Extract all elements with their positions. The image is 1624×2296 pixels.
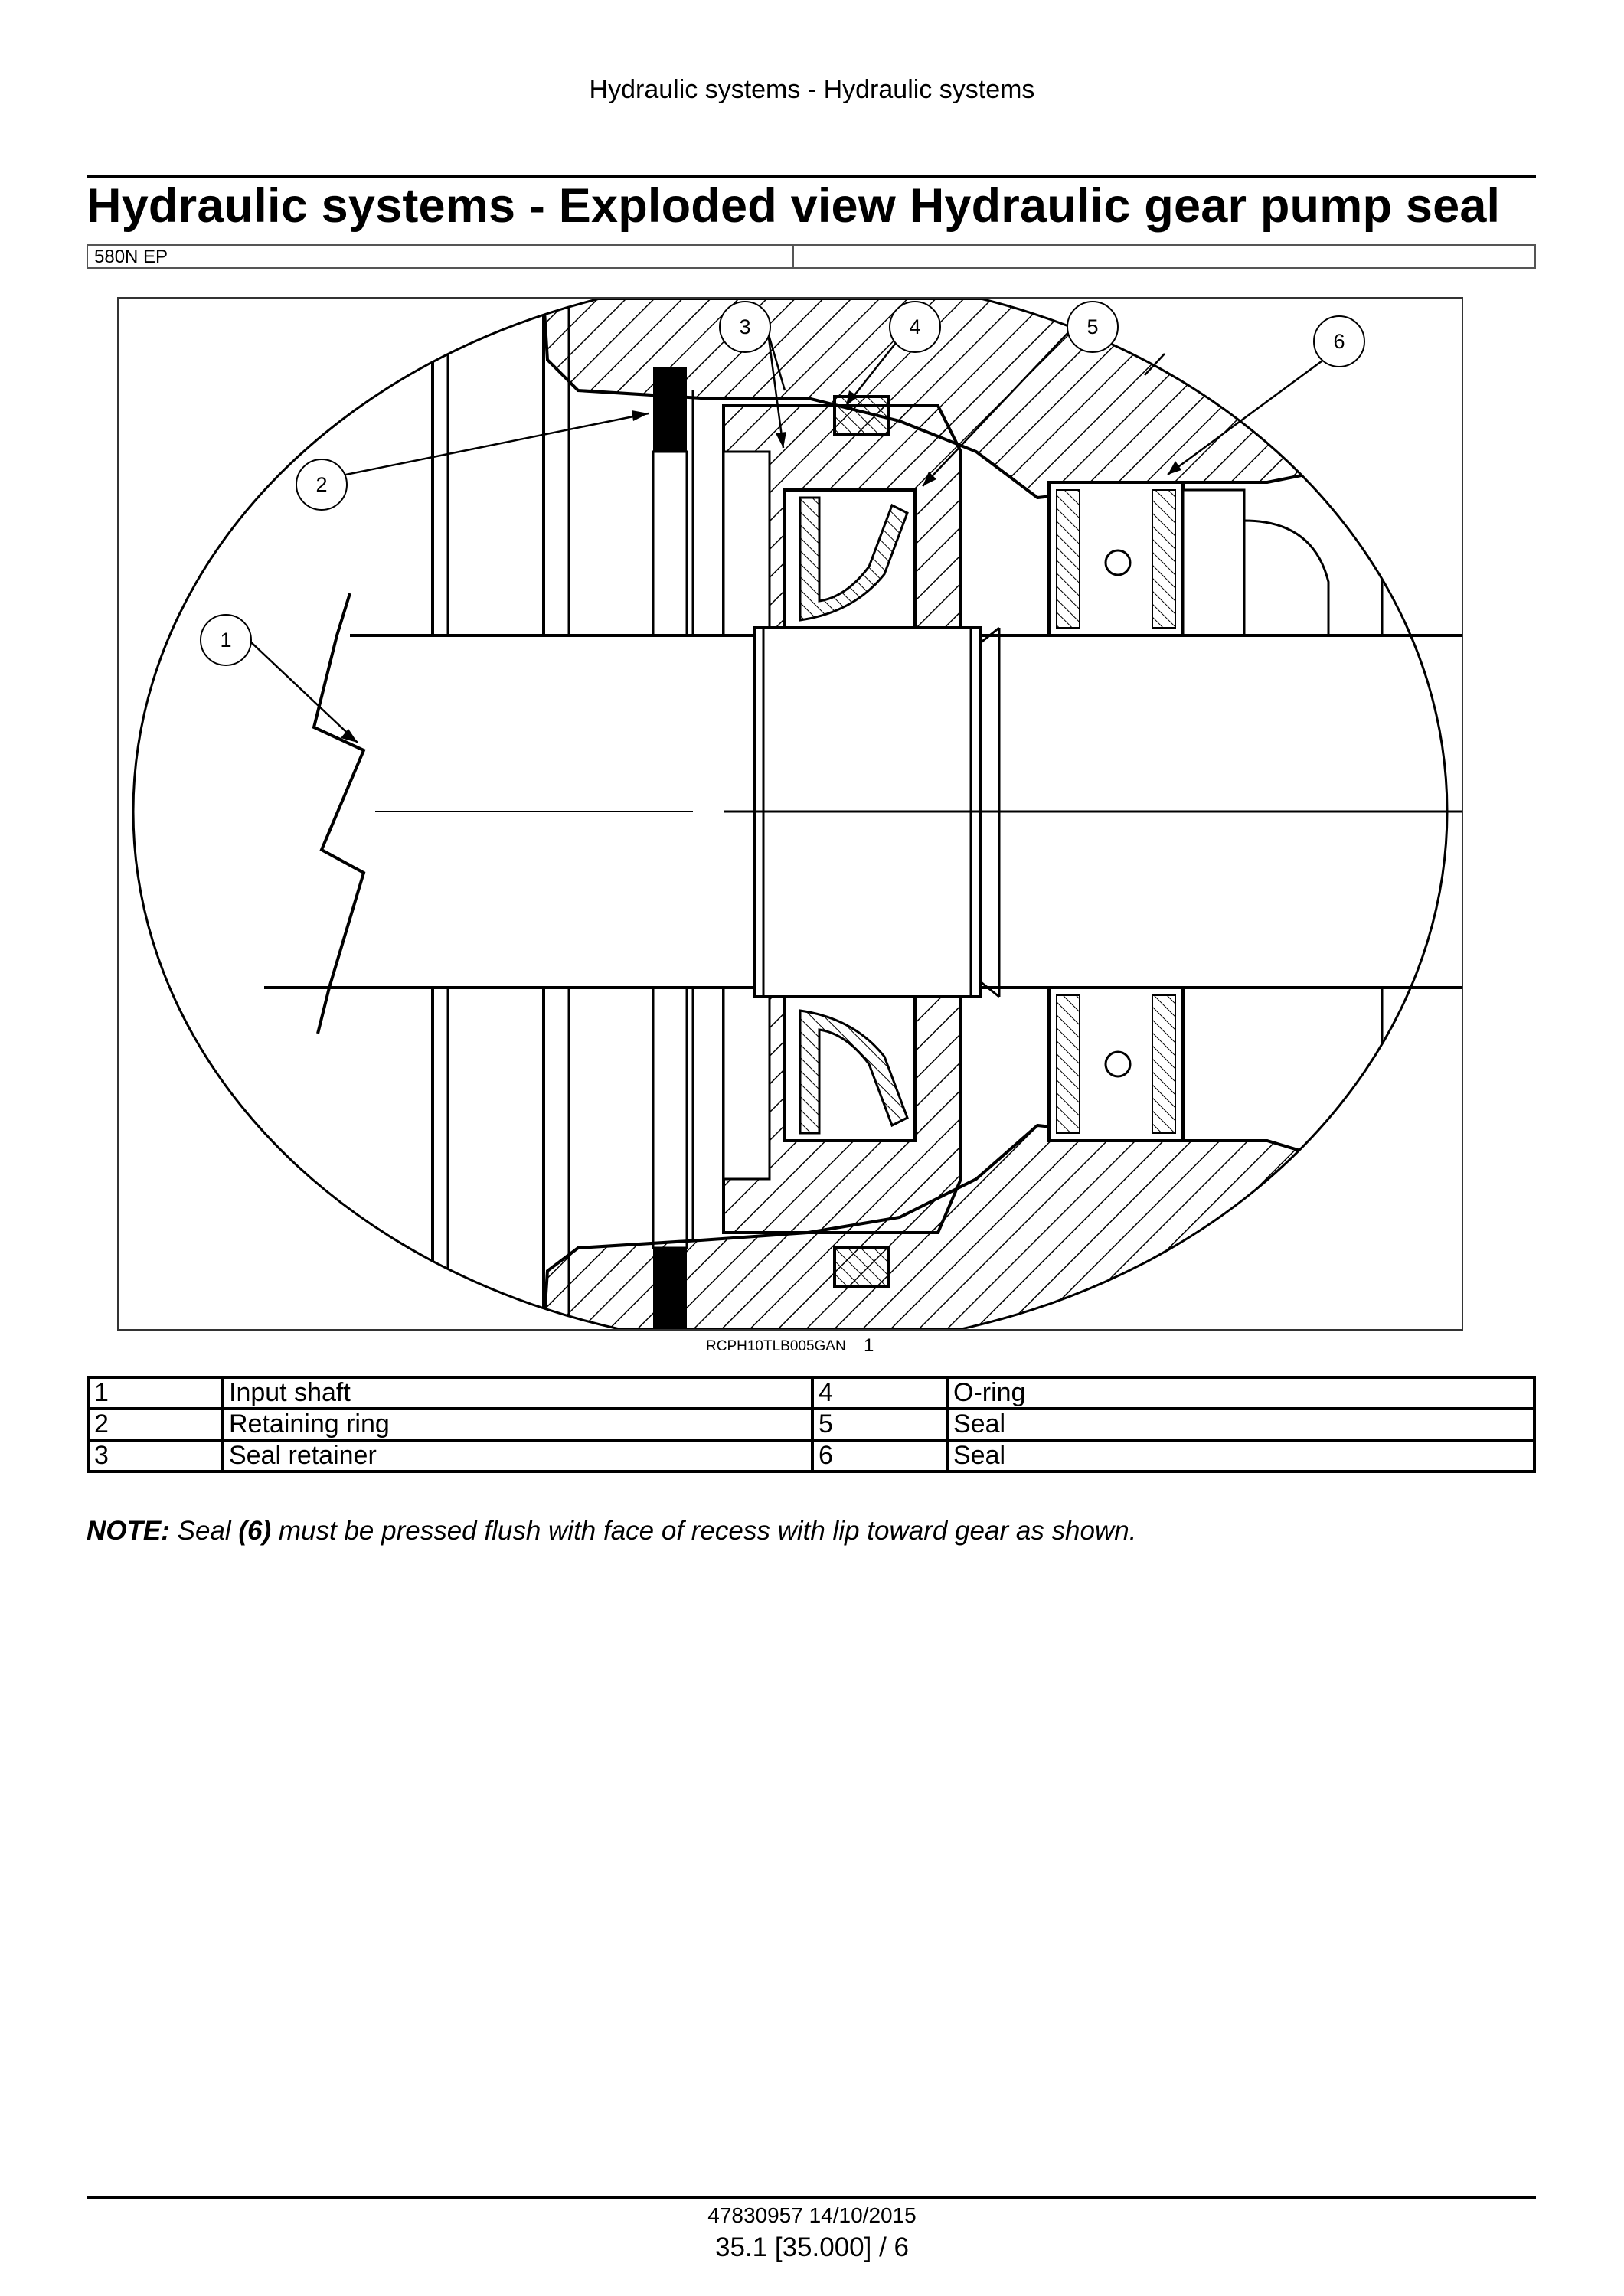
svg-text:1: 1 <box>220 629 231 652</box>
input-shaft <box>245 593 1462 1034</box>
legend-label: Input shaft <box>221 1376 814 1410</box>
exploded-view-figure: 1 2 3 4 5 6 <box>117 297 1463 1331</box>
parts-legend-table: 1 Input shaft 4 O-ring 2 Retaining ring … <box>87 1376 1536 1473</box>
legend-number: 3 <box>87 1439 224 1473</box>
legend-label: Seal <box>946 1407 1536 1442</box>
footer-rule <box>87 2196 1536 2199</box>
legend-number: 2 <box>87 1407 224 1442</box>
model-extra <box>794 246 1534 267</box>
svg-text:4: 4 <box>909 315 920 338</box>
legend-label: Seal <box>946 1439 1536 1473</box>
note-label: NOTE: <box>87 1516 170 1546</box>
table-row: 3 Seal retainer 6 Seal <box>87 1439 1536 1473</box>
callout-1: 1 <box>200 614 252 666</box>
note-text-before: Seal <box>169 1516 239 1546</box>
svg-text:6: 6 <box>1333 330 1345 353</box>
page-title: Hydraulic systems - Exploded view Hydrau… <box>87 179 1501 233</box>
note-text-after: must be pressed flush with face of reces… <box>271 1516 1137 1546</box>
installation-note: NOTE: Seal (6) must be pressed flush wit… <box>87 1516 1136 1546</box>
table-row: 1 Input shaft 4 O-ring <box>87 1376 1536 1410</box>
legend-label: Retaining ring <box>221 1407 814 1442</box>
svg-text:3: 3 <box>739 315 750 338</box>
callout-6: 6 <box>1313 315 1365 367</box>
footer-page-number: 35.1 [35.000] / 6 <box>715 2232 909 2262</box>
table-row: 2 Retaining ring 5 Seal <box>87 1407 1536 1442</box>
title-rule <box>87 175 1536 178</box>
svg-text:5: 5 <box>1086 315 1098 338</box>
legend-number: 4 <box>811 1376 949 1410</box>
figure-number: 1 <box>864 1335 874 1356</box>
callout-4: 4 <box>889 301 941 353</box>
callout-5: 5 <box>1067 301 1119 353</box>
legend-label: O-ring <box>946 1376 1536 1410</box>
model-name: 580N EP <box>88 246 794 267</box>
svg-text:2: 2 <box>315 473 327 496</box>
model-applicability-table: 580N EP <box>87 244 1536 269</box>
legend-label: Seal retainer <box>221 1439 814 1473</box>
running-header: Hydraulic systems - Hydraulic systems <box>589 75 1035 104</box>
legend-number: 5 <box>811 1407 949 1442</box>
footer-document-id: 47830957 14/10/2015 <box>707 2203 917 2227</box>
note-part-reference: (6) <box>238 1516 272 1546</box>
seal-cross-section-drawing: 1 2 3 4 5 6 <box>132 299 1462 1329</box>
legend-number: 6 <box>811 1439 949 1473</box>
callout-3: 3 <box>719 301 771 353</box>
housing-section <box>431 299 1447 1329</box>
callout-2: 2 <box>296 459 348 511</box>
legend-number: 1 <box>87 1376 224 1410</box>
figure-reference-code: RCPH10TLB005GAN <box>706 1338 846 1354</box>
